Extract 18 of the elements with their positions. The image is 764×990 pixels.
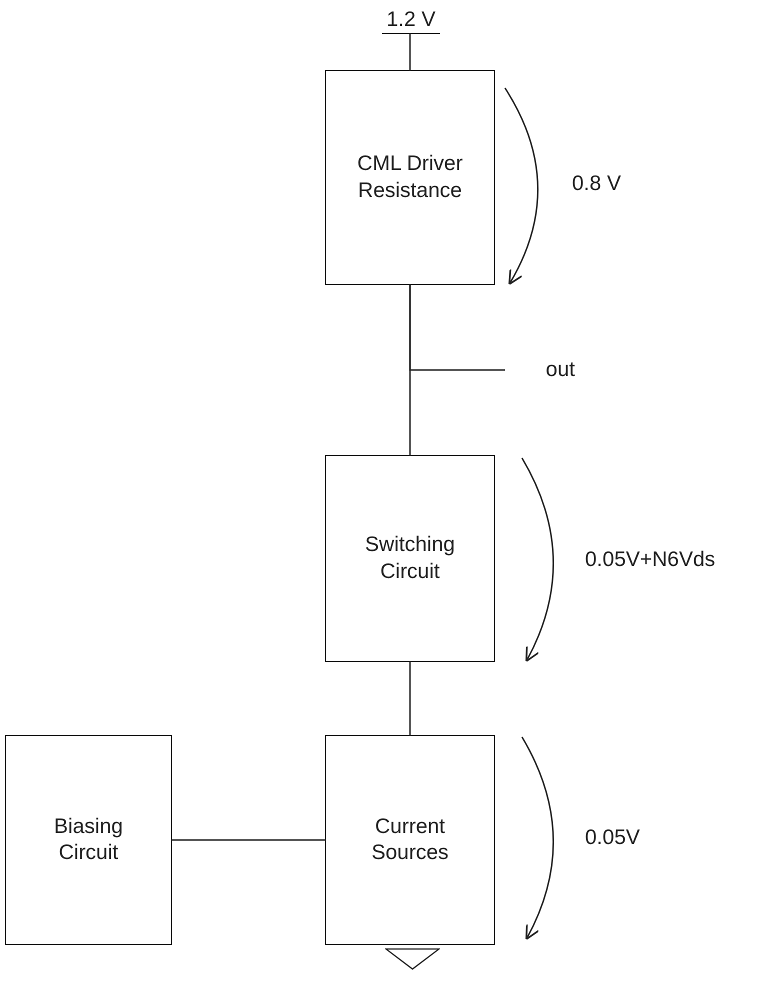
wire: [409, 34, 411, 70]
block-box: [325, 735, 495, 945]
block-label: Biasing Circuit: [53, 814, 124, 866]
wire: [409, 662, 411, 735]
voltage-drop-label: 0.05V+N6Vds: [585, 548, 716, 572]
block-box: [325, 455, 495, 662]
voltage-drop-label: 0.8 V: [572, 172, 622, 196]
wire: [172, 839, 325, 841]
block-label: Current Sources: [370, 814, 450, 866]
block-box: [325, 70, 495, 285]
block-label: Switching Circuit: [364, 532, 456, 584]
signal-label: out: [546, 356, 575, 383]
block-box: [5, 735, 172, 945]
voltage-label: 1.2 V: [386, 6, 436, 33]
block-label: CML Driver Resistance: [356, 151, 464, 204]
wire: [409, 285, 505, 371]
ground-symbol: [385, 948, 440, 970]
voltage-drop-label: 0.05V: [585, 826, 640, 850]
